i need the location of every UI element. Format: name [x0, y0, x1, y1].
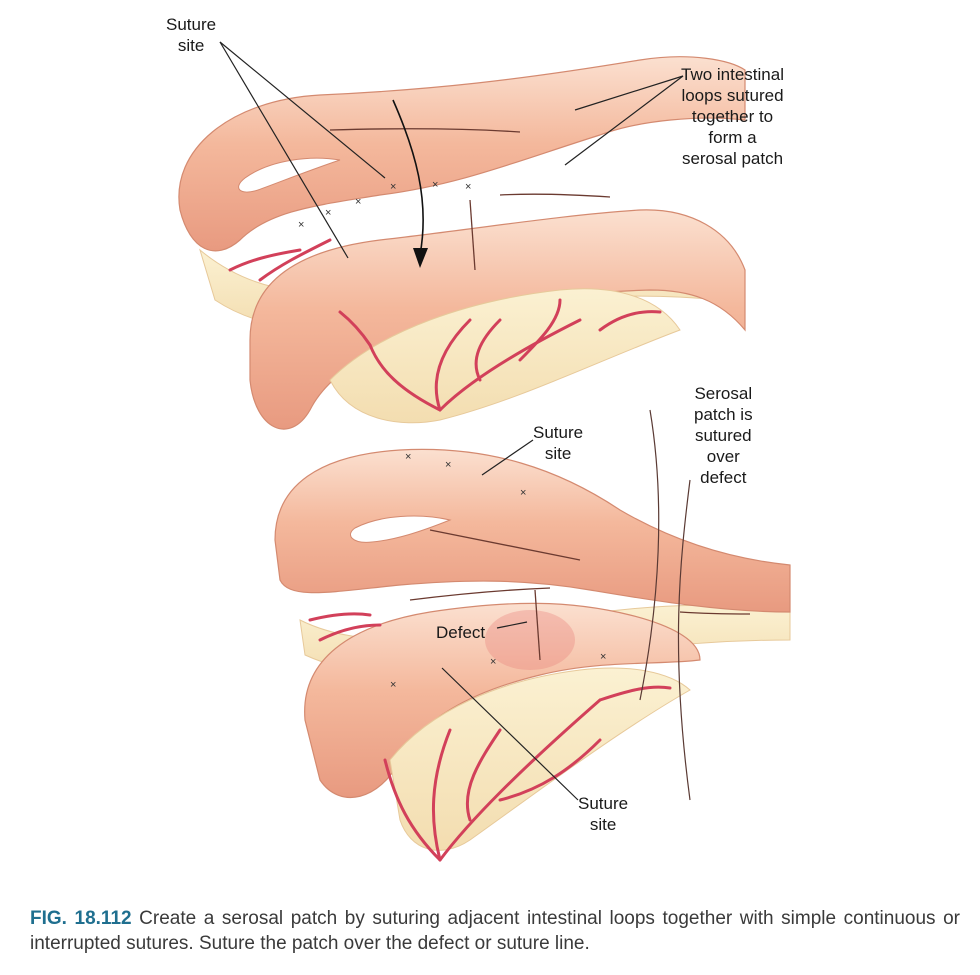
svg-text:×: × [432, 179, 438, 191]
top-suture-lines [329, 128, 611, 271]
svg-text:×: × [298, 219, 304, 231]
top-mesentery-fan [329, 288, 681, 424]
svg-text:×: × [520, 487, 526, 499]
bottom-leader-lines [441, 439, 579, 801]
caption-text: Create a serosal patch by suturing adjac… [30, 908, 960, 954]
svg-text:×: × [465, 181, 471, 193]
svg-text:×: × [355, 196, 361, 208]
bottom-illustration [274, 409, 791, 862]
patch-over-defect-label: Serosal patch is sutured over defect [694, 384, 753, 487]
bottom-upper-intestine-loop [274, 448, 791, 613]
top-mesenteric-vessels [228, 238, 662, 412]
bottom-suture-site-label: Suture site [578, 794, 629, 834]
top-illustration [178, 41, 746, 430]
middle-suture-site-label: Suture site [533, 423, 584, 463]
svg-text:×: × [325, 207, 331, 219]
patch-edge-lines [639, 409, 691, 801]
bottom-suture-lines [409, 529, 751, 661]
top-lower-intestine-loop [249, 209, 746, 430]
figure-caption: FIG. 18.112 Create a serosal patch by su… [30, 906, 960, 956]
bottom-mesenteric-vessels [308, 612, 672, 862]
suture-x-marks: × × × × × × × × × × × × [298, 179, 606, 691]
svg-text:×: × [600, 651, 606, 663]
bottom-mesentery-fan [389, 667, 691, 851]
top-leader-lines [219, 41, 684, 259]
top-fold-arrow [392, 99, 424, 256]
svg-text:×: × [390, 181, 396, 193]
top-upper-loop-fold [238, 157, 341, 193]
top-fold-arrowhead [413, 248, 428, 268]
top-upper-intestine-loop [178, 56, 746, 252]
svg-text:×: × [490, 656, 496, 668]
serosal-patch-form-label: Two intestinal loops sutured together to… [681, 65, 784, 168]
svg-text:×: × [445, 459, 451, 471]
defect-area [485, 610, 575, 670]
figure-number: FIG. 18.112 [30, 908, 132, 929]
svg-text:×: × [390, 679, 396, 691]
defect-label: Defect [436, 623, 486, 642]
top-suture-site-label: Suture site [166, 15, 217, 55]
svg-text:×: × [405, 451, 411, 463]
bottom-upper-loop-fold [350, 515, 452, 543]
